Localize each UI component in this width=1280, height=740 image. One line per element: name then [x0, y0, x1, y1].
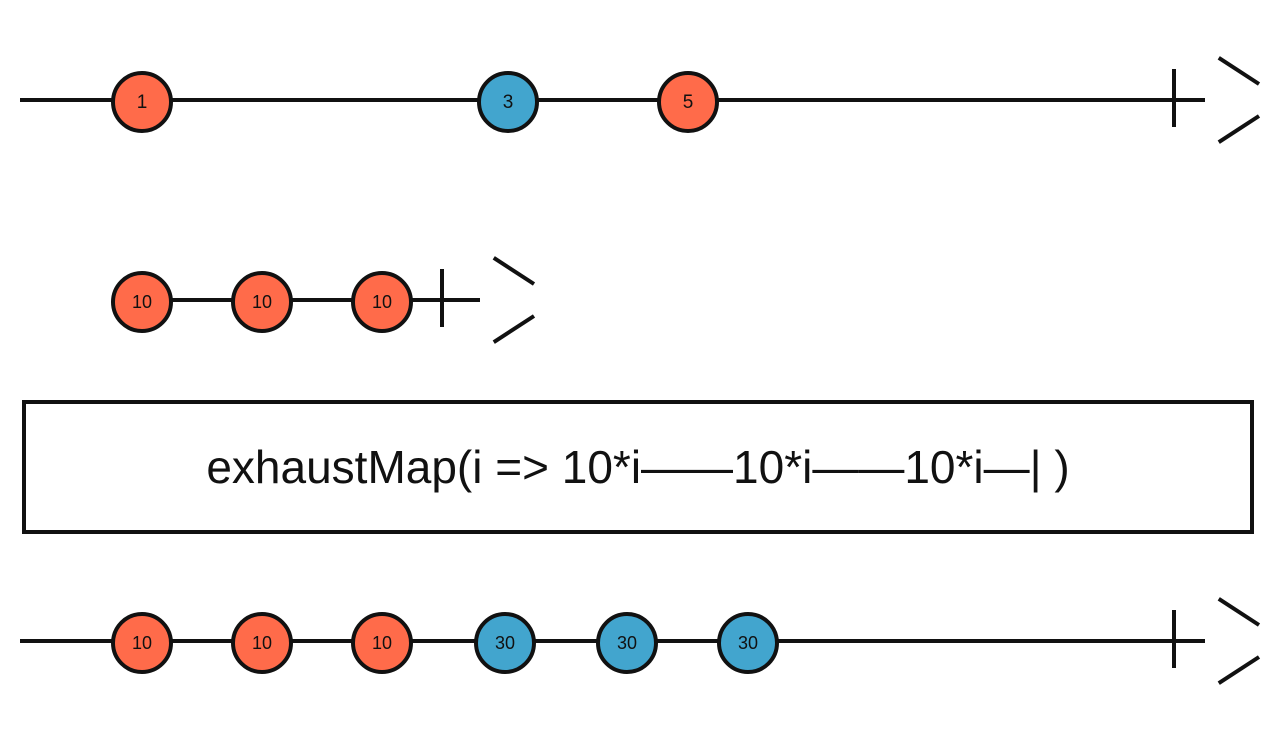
source-complete-bar	[1172, 69, 1176, 127]
marble: 10	[111, 271, 173, 333]
marble-label: 5	[682, 91, 694, 113]
marble-label: 10	[371, 292, 393, 312]
marble-label: 30	[616, 633, 638, 653]
marble: 10	[231, 612, 293, 674]
marble-label: 30	[737, 633, 759, 653]
output-observable-timeline: 10 10 10 30 30 30	[0, 596, 1280, 686]
marble-label: 10	[131, 292, 153, 312]
source-observable-timeline: 1 3 5	[0, 55, 1280, 145]
marble-label: 30	[494, 633, 516, 653]
marble: 30	[474, 612, 536, 674]
marble: 30	[596, 612, 658, 674]
marble: 5	[657, 71, 719, 133]
marble: 30	[717, 612, 779, 674]
inner-observable-timeline: 10 10 10	[0, 255, 1280, 345]
marble: 10	[111, 612, 173, 674]
source-axis-line	[20, 98, 1205, 102]
inner-axis-line	[142, 298, 480, 302]
operator-box: exhaustMap(i => 10*i——10*i——10*i—| )	[22, 400, 1254, 534]
marble-label: 10	[371, 633, 393, 653]
marble-label: 1	[136, 91, 148, 113]
marble-label: 10	[251, 292, 273, 312]
marble: 10	[351, 271, 413, 333]
inner-complete-bar	[440, 269, 444, 327]
marble: 1	[111, 71, 173, 133]
marble: 3	[477, 71, 539, 133]
marble-label: 10	[251, 633, 273, 653]
marble: 10	[351, 612, 413, 674]
output-complete-bar	[1172, 610, 1176, 668]
operator-expression-label: exhaustMap(i => 10*i——10*i——10*i—| )	[206, 441, 1070, 493]
marble-label: 3	[502, 91, 514, 113]
marble: 10	[231, 271, 293, 333]
marble-label: 10	[131, 633, 153, 653]
